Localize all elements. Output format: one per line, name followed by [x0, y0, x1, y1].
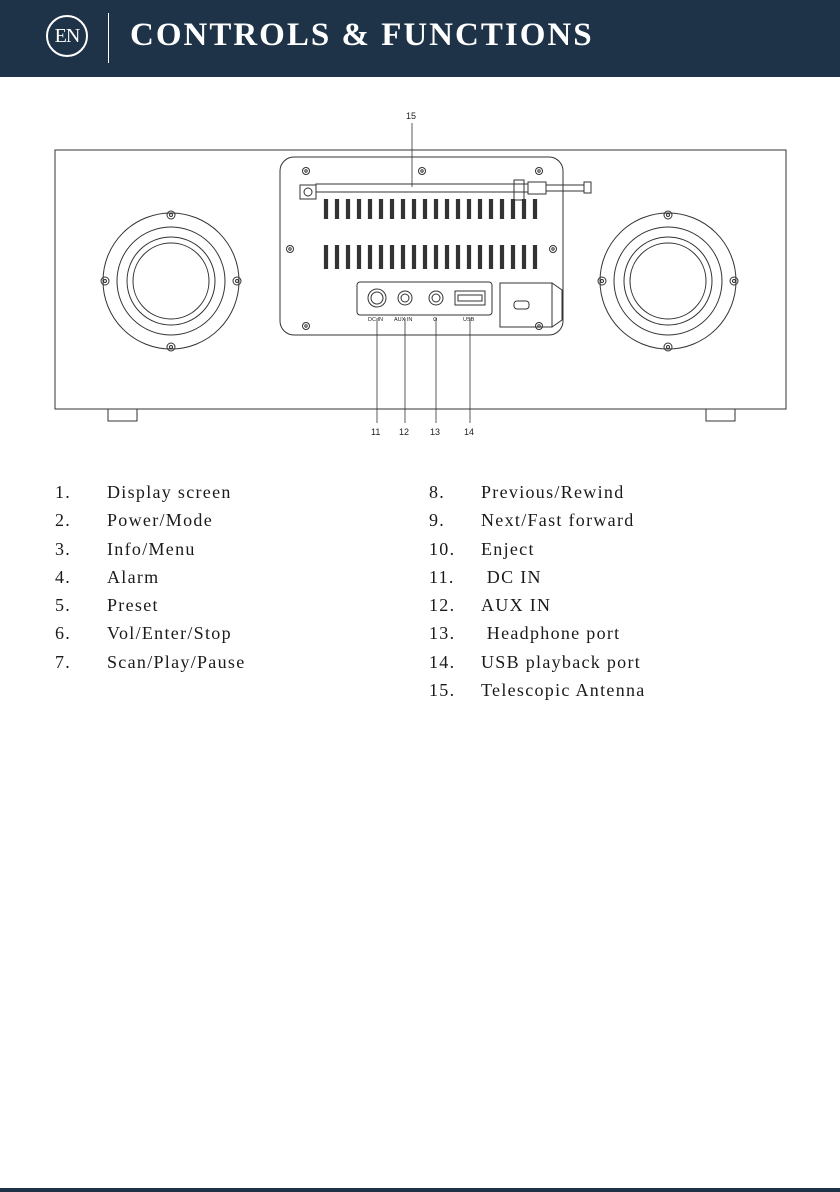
page-title: CONTROLS & FUNCTIONS — [130, 17, 594, 54]
legend-text: Alarm — [107, 563, 159, 591]
legend-number: 10. — [429, 535, 481, 563]
legend-item: 5.Preset — [55, 591, 246, 619]
legend-text: Enject — [481, 535, 535, 563]
callout-11: 11 — [371, 427, 380, 437]
legend-number: 15. — [429, 676, 481, 704]
legend-item: 7.Scan/Play/Pause — [55, 648, 246, 676]
legend-text: AUX IN — [481, 591, 551, 619]
legend-number: 4. — [55, 563, 107, 591]
page-header: EN CONTROLS & FUNCTIONS — [0, 0, 840, 77]
legend-item: 12.AUX IN — [429, 591, 646, 619]
legend-right-column: 8.Previous/Rewind 9.Next/Fast forward 10… — [429, 478, 646, 704]
legend-text: Vol/Enter/Stop — [107, 619, 232, 647]
legend-item: 4.Alarm — [55, 563, 246, 591]
legend-number: 12. — [429, 591, 481, 619]
legend-text: Telescopic Antenna — [481, 676, 646, 704]
legend-text: Display screen — [107, 478, 232, 506]
legend-item: 3.Info/Menu — [55, 535, 246, 563]
legend-text: Scan/Play/Pause — [107, 648, 246, 676]
legend-number: 7. — [55, 648, 107, 676]
legend-text: Headphone port — [481, 619, 620, 647]
callout-15: 15 — [406, 111, 416, 121]
legend-text: USB playback port — [481, 648, 641, 676]
legend-item: 13. Headphone port — [429, 619, 646, 647]
port-label-aux-in: AUX IN — [394, 317, 412, 323]
callout-12: 12 — [399, 427, 409, 437]
port-label-dc-in: DC IN — [368, 317, 383, 323]
language-badge: EN — [46, 15, 88, 57]
legend-number: 13. — [429, 619, 481, 647]
port-label-headphone: Ω — [433, 317, 437, 323]
port-label-usb: USB — [463, 317, 475, 323]
legend-number: 8. — [429, 478, 481, 506]
legend-text: Power/Mode — [107, 506, 213, 534]
legend-text: DC IN — [481, 563, 542, 591]
legend-number: 3. — [55, 535, 107, 563]
left-foot — [108, 409, 137, 421]
callout-14: 14 — [464, 427, 474, 437]
legend-number: 5. — [55, 591, 107, 619]
legend-item: 10.Enject — [429, 535, 646, 563]
legend-text: Info/Menu — [107, 535, 196, 563]
legend-item: 15.Telescopic Antenna — [429, 676, 646, 704]
legend-text: Next/Fast forward — [481, 506, 635, 534]
legend-number: 11. — [429, 563, 481, 591]
legend-left-column: 1.Display screen 2.Power/Mode 3.Info/Men… — [55, 478, 246, 676]
legend-number: 14. — [429, 648, 481, 676]
device-rear-diagram: DC IN AUX IN Ω USB 15 11 12 13 14 — [0, 105, 840, 445]
legend-number: 9. — [429, 506, 481, 534]
legend-text: Preset — [107, 591, 159, 619]
legend-item: 2.Power/Mode — [55, 506, 246, 534]
cabinet-outline — [55, 150, 786, 409]
legend-item: 14.USB playback port — [429, 648, 646, 676]
legend-text: Previous/Rewind — [481, 478, 625, 506]
footer-rule — [0, 1188, 840, 1192]
legend-item: 1.Display screen — [55, 478, 246, 506]
legend-item: 6.Vol/Enter/Stop — [55, 619, 246, 647]
header-divider — [108, 13, 109, 63]
legend-number: 1. — [55, 478, 107, 506]
legend-item: 8.Previous/Rewind — [429, 478, 646, 506]
legend-item: 9.Next/Fast forward — [429, 506, 646, 534]
legend-item: 11. DC IN — [429, 563, 646, 591]
right-foot — [706, 409, 735, 421]
legend-number: 2. — [55, 506, 107, 534]
callout-13: 13 — [430, 427, 440, 437]
legend-number: 6. — [55, 619, 107, 647]
